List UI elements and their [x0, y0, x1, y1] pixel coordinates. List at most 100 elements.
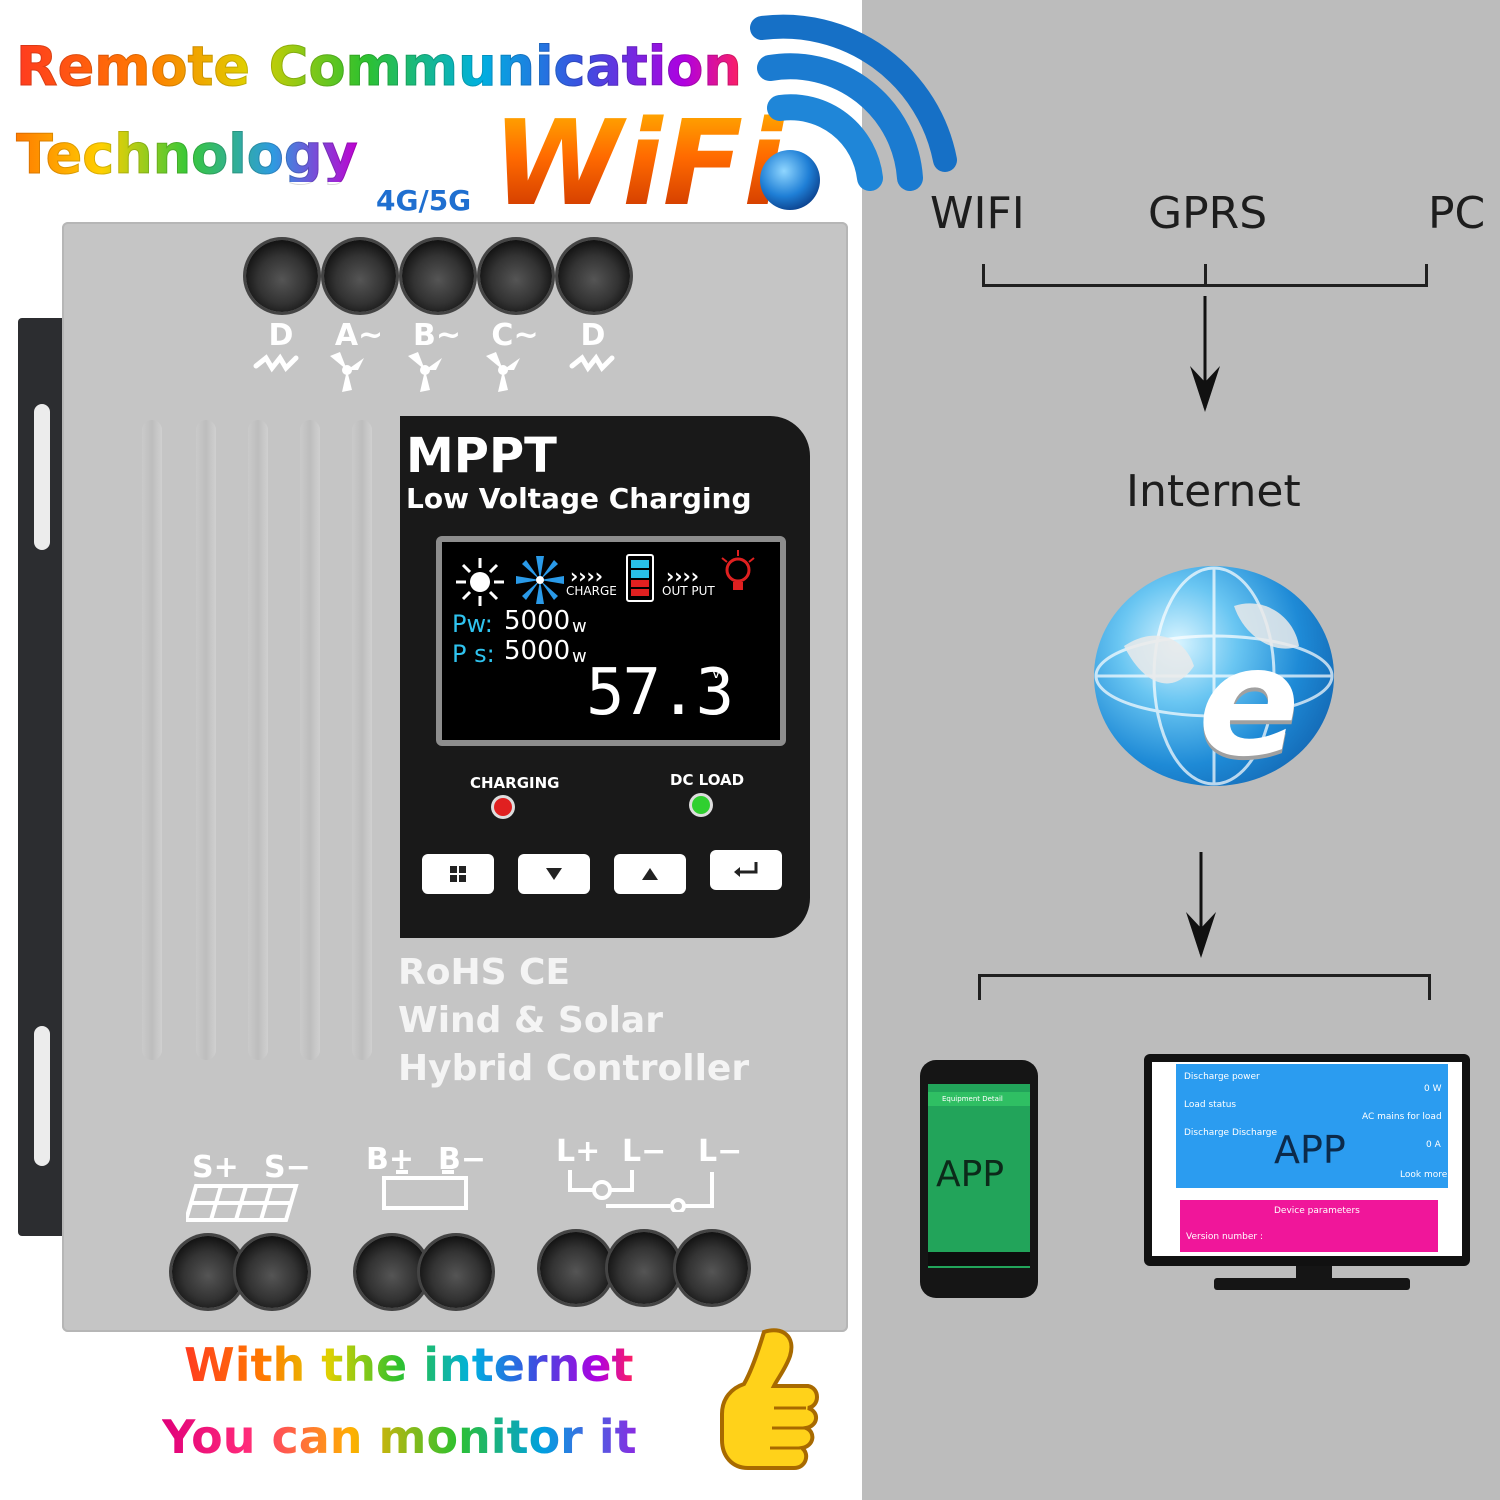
globe-icon	[1094, 566, 1334, 786]
ps-unit: w	[572, 646, 587, 667]
enter-icon	[734, 862, 758, 877]
load-minus-label-1: L−	[622, 1134, 667, 1169]
phone-nav-bar	[928, 1252, 1030, 1266]
phone-header-bar: Equipment Detail	[928, 1092, 1030, 1106]
thumbs-up-icon	[720, 1328, 819, 1470]
phone-app-label: APP	[936, 1154, 1005, 1195]
top-terminal-2[interactable]	[324, 240, 396, 312]
terminal-label-a: A~	[334, 318, 384, 353]
monitor-row-look-more: Look more	[1400, 1170, 1448, 1180]
up-button[interactable]	[614, 854, 686, 894]
wind-icon	[516, 556, 564, 604]
split-line	[978, 974, 1430, 977]
mount-slot-top	[34, 404, 50, 550]
solar-minus-terminal[interactable]	[236, 1236, 308, 1308]
sun-icon	[456, 558, 504, 606]
battery-icon	[626, 554, 654, 602]
vent-rib	[196, 420, 216, 1060]
monitor-row-discharge2: Discharge Discharge	[1184, 1128, 1278, 1138]
cert-marks: RoHS CE	[398, 952, 571, 993]
top-terminal-5[interactable]	[558, 240, 630, 312]
charge-arrows-icon: ››››	[570, 564, 603, 588]
solar-panel-icon	[186, 1184, 299, 1222]
load-minus-terminal-1[interactable]	[608, 1232, 680, 1304]
dc-load-led	[692, 796, 710, 814]
monitor-row-device-params: Device parameters	[1274, 1206, 1360, 1216]
down-button[interactable]	[518, 854, 590, 894]
monitor-row-load-status: Load status	[1184, 1100, 1237, 1110]
footer-line2: You can monitor it	[162, 1410, 637, 1464]
network-label: 4G/5G	[376, 184, 472, 217]
triangle-up-icon	[642, 868, 658, 880]
monitor-pink-panel	[1180, 1200, 1438, 1252]
merge-tick-left	[982, 264, 985, 286]
internet-label: Internet	[1126, 466, 1301, 517]
enter-button[interactable]	[710, 850, 782, 890]
monitor-row-version: Version number :	[1186, 1232, 1263, 1242]
split-tick-left	[978, 974, 981, 1000]
source-pc: PC	[1428, 188, 1486, 239]
triangle-down-icon	[546, 868, 562, 880]
terminal-label-d2: D	[580, 318, 606, 353]
charging-label: CHARGING	[470, 774, 560, 792]
pw-unit: w	[572, 616, 587, 637]
source-wifi: WIFI	[930, 188, 1025, 239]
battery-plus-terminal[interactable]	[356, 1236, 428, 1308]
terminal-label-c: C~	[491, 318, 539, 353]
monitor-row-zero-w: 0 W	[1424, 1084, 1442, 1094]
terminal-symbols	[253, 352, 615, 392]
monitor-blue-panel	[1176, 1064, 1448, 1188]
monitor-app-label: APP	[1274, 1128, 1346, 1172]
load-circuit-icon	[568, 1170, 714, 1212]
vent-rib	[142, 420, 162, 1060]
output-label: OUT PUT	[662, 584, 715, 598]
monitor-row-discharge: Discharge power	[1184, 1072, 1260, 1082]
brand-line1: Wind & Solar	[398, 1000, 663, 1041]
solar-minus-label: S−	[264, 1150, 311, 1185]
footer-line1: With the internet	[184, 1338, 634, 1392]
charge-label: CHARGE	[566, 584, 617, 598]
globe-letter: e	[1198, 616, 1300, 790]
grid-icon	[450, 866, 466, 882]
vent-rib	[352, 420, 372, 1060]
phone-screen	[928, 1084, 1030, 1268]
menu-button[interactable]	[422, 854, 494, 894]
brand-line2: Hybrid Controller	[398, 1048, 750, 1089]
ps-value: 5000	[504, 636, 571, 666]
top-terminal-4[interactable]	[480, 240, 552, 312]
monitor-stand	[1214, 1278, 1410, 1290]
load-plus-label: L+	[556, 1134, 601, 1169]
arrow-down-icon-2	[1186, 852, 1216, 958]
solar-plus-label: S+	[192, 1150, 239, 1185]
source-gprs: GPRS	[1148, 188, 1268, 239]
panel-subtitle: Low Voltage Charging	[406, 482, 752, 515]
merge-tick-right	[1425, 264, 1428, 286]
load-plus-terminal[interactable]	[540, 1232, 612, 1304]
pw-value: 5000	[504, 606, 571, 636]
battery-minus-terminal[interactable]	[420, 1236, 492, 1308]
voltage-unit: v	[712, 666, 721, 682]
load-minus-terminal-2[interactable]	[676, 1232, 748, 1304]
top-terminal-3[interactable]	[402, 240, 474, 312]
split-tick-right	[1428, 974, 1431, 1000]
pw-label: Pw:	[452, 610, 493, 638]
voltage-value: 57.3	[586, 656, 734, 730]
phone-header-title: Equipment Detail	[942, 1095, 1003, 1103]
wifi-word: WiFi	[492, 94, 784, 232]
top-terminal-1[interactable]	[246, 240, 318, 312]
monitor-row-zero-a: 0 A	[1426, 1140, 1441, 1150]
dc-load-label: DC LOAD	[670, 771, 745, 789]
output-arrows-icon: ››››	[666, 564, 699, 588]
arrow-down-icon	[1190, 296, 1220, 412]
headline-line1: Remote Communication	[16, 35, 743, 98]
lamp-icon	[721, 550, 755, 590]
charging-led	[494, 798, 512, 816]
load-minus-label-2: L−	[698, 1134, 743, 1169]
solar-plus-terminal[interactable]	[172, 1236, 244, 1308]
ps-label: P s:	[452, 640, 495, 668]
terminal-label-d1: D	[268, 318, 294, 353]
headline-line2: Technology	[16, 123, 359, 186]
panel-title: MPPT	[406, 428, 557, 484]
merge-tick-mid	[1204, 264, 1207, 286]
battery-terminal-icon	[382, 1170, 468, 1210]
